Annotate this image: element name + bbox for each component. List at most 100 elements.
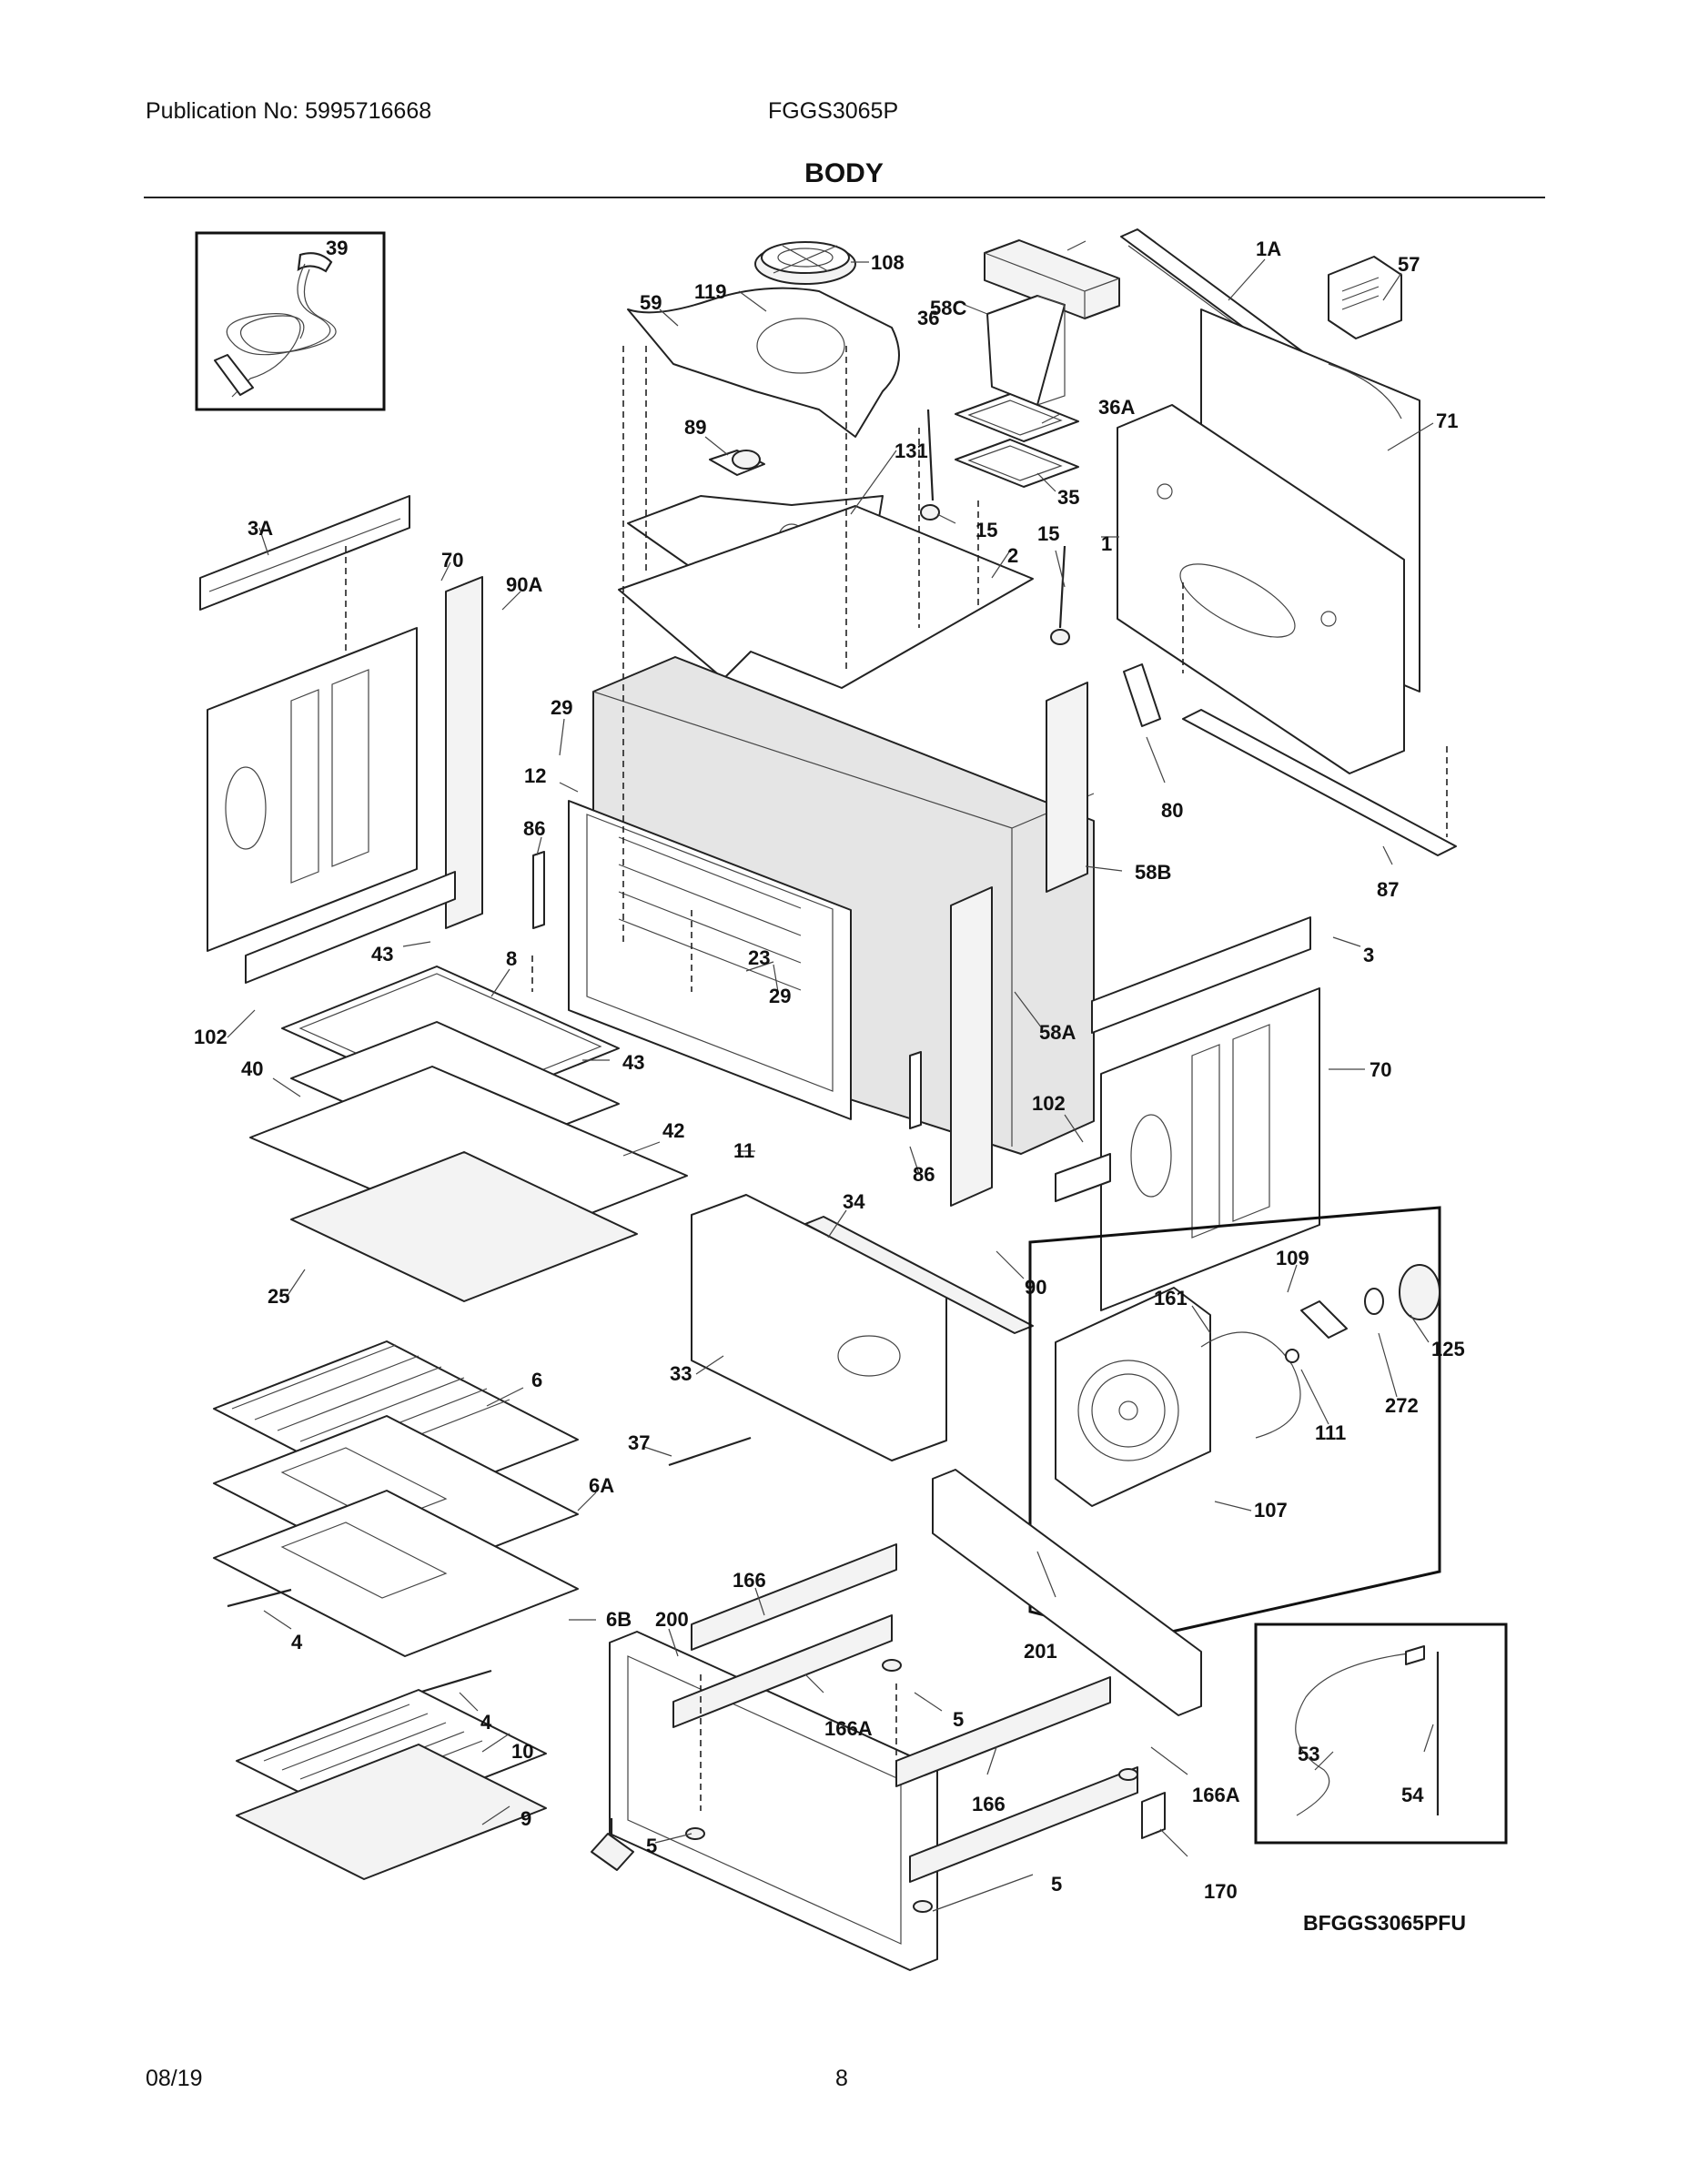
callout-5a: 5: [953, 1708, 964, 1731]
part-107: [1055, 1287, 1211, 1507]
callout-107: 107: [1254, 1499, 1288, 1522]
part-4-clips: [227, 1588, 492, 1694]
callout-36: 36: [917, 307, 939, 329]
callout-166a: 166: [733, 1569, 766, 1592]
part-89: [709, 450, 765, 476]
header-rule: [144, 197, 1545, 198]
assembly-guides: [345, 346, 1448, 1811]
callout-5b: 5: [646, 1835, 657, 1857]
callout-90: 90: [1025, 1276, 1046, 1299]
callout-87: 87: [1377, 878, 1399, 901]
callout-1: 1: [1101, 532, 1112, 555]
part-11-frame: [568, 800, 852, 1120]
callout-108: 108: [871, 251, 905, 274]
callout-58B: 58B: [1135, 861, 1171, 884]
callout-25: 25: [268, 1285, 289, 1308]
inset-sensor: [1254, 1623, 1508, 1845]
part-3: [1091, 916, 1311, 1034]
part-87: [1182, 709, 1457, 856]
part-33: [691, 1194, 947, 1461]
callout-15a: 15: [975, 519, 997, 541]
part-1: [1117, 404, 1405, 774]
callout-4a: 4: [291, 1631, 303, 1653]
part-166A-lower: [909, 1766, 1138, 1883]
part-35: [955, 439, 1079, 488]
callout-161: 161: [1154, 1287, 1188, 1309]
callout-86a: 86: [523, 817, 545, 840]
callout-131: 131: [895, 440, 928, 462]
callout-111: 111: [1315, 1421, 1346, 1444]
callout-102a: 102: [194, 1026, 227, 1048]
section-title: BODY: [804, 158, 884, 188]
part-161: [1200, 1331, 1301, 1439]
callout-2: 2: [1007, 544, 1018, 567]
part-3A: [199, 495, 410, 611]
callout-71: 71: [1436, 410, 1458, 432]
part-37: [668, 1436, 752, 1467]
callout-272: 272: [1385, 1394, 1419, 1417]
part-166A-upper: [672, 1614, 893, 1728]
callout-119: 119: [694, 280, 727, 303]
callout-80: 80: [1161, 799, 1183, 822]
callout-5c: 5: [1051, 1873, 1062, 1896]
callout-6A: 6A: [589, 1474, 614, 1497]
part-86-right: [909, 1051, 922, 1129]
callout-43b: 43: [622, 1051, 644, 1074]
racks: [213, 1340, 579, 1657]
callout-36A: 36A: [1098, 396, 1135, 419]
callout-37: 37: [628, 1431, 650, 1454]
part-90: [950, 886, 993, 1207]
part-36A: [955, 393, 1079, 442]
callout-15b: 15: [1037, 522, 1059, 545]
part-59: [627, 287, 900, 438]
callout-102b: 102: [1032, 1092, 1066, 1115]
callout-23: 23: [748, 946, 770, 969]
part-102-right: [1055, 1153, 1111, 1202]
page-number: 8: [835, 2066, 848, 2091]
callout-3: 3: [1363, 944, 1374, 966]
part-58C: [984, 239, 1120, 319]
callout-29b: 29: [769, 985, 791, 1007]
part-111: [1285, 1349, 1299, 1363]
part-25: [290, 1151, 638, 1302]
part-80: [1123, 663, 1161, 727]
diagram-code: BFGGS3065PFU: [1303, 1911, 1466, 1935]
callout-200: 200: [655, 1608, 689, 1631]
callout-70-right: 70: [1370, 1058, 1391, 1081]
inset-power-cord: [195, 231, 386, 411]
part-15-igniters: [926, 409, 1066, 629]
callout-11: 11: [733, 1139, 754, 1162]
part-90A: [445, 576, 483, 929]
part-102-left: [245, 871, 456, 984]
callout-166b: 166: [972, 1793, 1006, 1815]
part-125: [1399, 1264, 1440, 1320]
callout-166Ab: 166A: [1192, 1784, 1240, 1806]
part-170: [1141, 1792, 1166, 1839]
part-166-lower: [895, 1676, 1111, 1787]
footer-date: 08/19: [146, 2066, 203, 2091]
callout-58A: 58A: [1039, 1021, 1076, 1044]
callout-6: 6: [531, 1369, 542, 1391]
callout-53: 53: [1298, 1743, 1319, 1765]
part-9: [236, 1744, 547, 1880]
part-70-left: [207, 627, 418, 952]
callout-8: 8: [506, 947, 517, 970]
callout-10: 10: [511, 1740, 533, 1763]
callout-170: 170: [1204, 1880, 1238, 1903]
part-86-left: [532, 851, 545, 929]
callout-1A: 1A: [1256, 238, 1281, 260]
model-number: FGGS3065P: [768, 98, 899, 124]
callout-42: 42: [662, 1119, 684, 1142]
callouts: 39 108 119 59 58C 1A 57 36 36A 71 89 131…: [194, 237, 1466, 1935]
callout-54: 54: [1401, 1784, 1424, 1806]
callout-109: 109: [1276, 1247, 1309, 1269]
callout-39: 39: [326, 237, 348, 259]
publication-number: Publication No: 5995716668: [146, 98, 432, 124]
callout-125: 125: [1431, 1338, 1465, 1360]
callout-43a: 43: [371, 943, 393, 966]
callout-201: 201: [1024, 1640, 1057, 1663]
callout-57: 57: [1398, 253, 1420, 276]
part-166-upper: [691, 1543, 897, 1651]
leader-lines: [227, 240, 1434, 1912]
